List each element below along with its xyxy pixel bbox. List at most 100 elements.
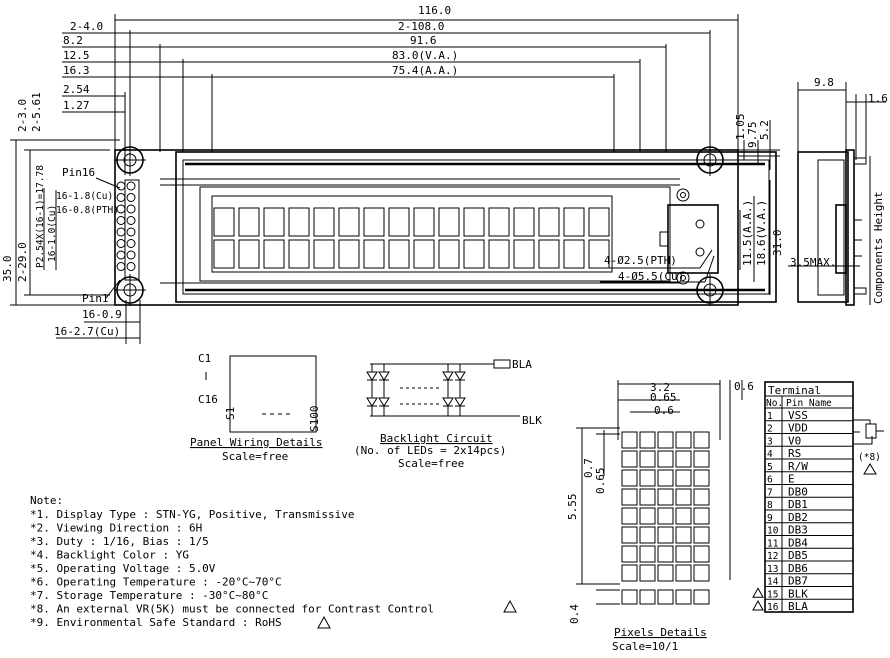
- terminal-pin-name: VSS: [788, 409, 808, 422]
- pixel-dot: [639, 564, 656, 582]
- terminal-pin-name: DB5: [788, 549, 808, 562]
- note-item: *6. Operating Temperature : -20°C~70°C: [30, 576, 282, 589]
- led-symbol: [454, 371, 466, 381]
- char-cell: [313, 207, 335, 237]
- wiring-s1: S1: [224, 407, 237, 420]
- wiring-scale: Scale=free: [222, 450, 288, 463]
- led-symbol: [454, 397, 466, 407]
- pin-pad: [116, 216, 126, 225]
- pixel-dot: [675, 488, 692, 506]
- terminal-pin-no: 3: [767, 436, 773, 447]
- dim-2-29: 2-29.0: [16, 242, 29, 282]
- dim-12-5: 12.5: [63, 49, 90, 62]
- char-cell: [563, 239, 585, 269]
- bla-label: BLA: [512, 358, 532, 371]
- pixel-dot: [675, 526, 692, 544]
- pixel-dot: [657, 469, 674, 487]
- pixel-dot: [693, 431, 710, 449]
- warning-icon: [752, 599, 764, 611]
- dim-18-6-va: 18.6(V.A.): [755, 200, 768, 266]
- led-symbol: [378, 371, 390, 381]
- char-cell: [488, 239, 510, 269]
- pin-pad: [116, 250, 126, 260]
- pixel-dot: [675, 431, 692, 449]
- terminal-pin-name: BLA: [788, 600, 808, 613]
- char-cell: [438, 239, 460, 269]
- pixel-dot: [657, 589, 674, 605]
- dim-1-6: 1.6: [868, 92, 888, 105]
- pixel-dot: [693, 469, 710, 487]
- note-item: *7. Storage Temperature : -30°C~80°C: [30, 589, 268, 602]
- pixel-dot: [621, 450, 638, 468]
- pixel-dot: [639, 507, 656, 525]
- dim-16-0-8: 16-0.8(PTH): [56, 205, 119, 216]
- pin-pad: [126, 204, 136, 214]
- pin-pads: [116, 181, 136, 271]
- pixel-dot: [693, 488, 710, 506]
- terminal-pin-name: BLK: [788, 587, 808, 600]
- dim-2-108: 2-108.0: [398, 20, 444, 33]
- backlight-title: Backlight Circuit: [380, 432, 493, 445]
- pixels-scale: Scale=10/1: [612, 640, 678, 653]
- backlight-connector: [659, 188, 719, 285]
- terminal-pin-no: 4: [767, 449, 773, 460]
- char-cell: [363, 239, 385, 269]
- notes: Note: *1. Display Type : STN-YG, Positiv…: [30, 494, 434, 629]
- pin-pad: [116, 239, 126, 248]
- pixel-dot: [621, 545, 638, 563]
- note-item: *8. An external VR(5K) must be connected…: [30, 603, 434, 616]
- pin-pad: [116, 193, 126, 202]
- px-0-4: 0.4: [568, 604, 581, 624]
- terminal-pin-name: DB0: [788, 485, 808, 498]
- char-cell: [538, 239, 560, 269]
- char-cell: [388, 239, 410, 269]
- terminal-pin-no: 5: [767, 462, 773, 473]
- pixel-dot: [675, 507, 692, 525]
- pixel-dot: [657, 545, 674, 563]
- warning-icon: [503, 599, 517, 613]
- pixel-dot: [621, 431, 638, 449]
- pixel-dot: [693, 507, 710, 525]
- char-cell: [413, 207, 435, 237]
- pixel-dot: [639, 545, 656, 563]
- pixel-dot: [639, 450, 656, 468]
- pin-pad: [116, 262, 126, 271]
- pixel-dot: [657, 450, 674, 468]
- char-cell: [463, 207, 485, 237]
- char-cell: [588, 239, 610, 269]
- terminal-pin-name: DB7: [788, 575, 808, 588]
- dim-31: 31.0: [771, 230, 784, 257]
- char-cell: [438, 207, 460, 237]
- led-symbol: [366, 371, 378, 381]
- pixel-dot: [693, 450, 710, 468]
- pin1-label: Pin1: [82, 292, 109, 305]
- dim-2-3: 2-3.0: [16, 99, 29, 132]
- char-cell: [488, 207, 510, 237]
- dim-35: 35.0: [1, 256, 14, 283]
- pixel-dot: [657, 507, 674, 525]
- dim-8-2: 8.2: [63, 34, 83, 47]
- pixels-details: 3.2 0.65 0.6 0.6 5.55 0.7 0.65 0.4 Pixel…: [566, 380, 754, 653]
- terminal-pin-no: 9: [767, 513, 773, 524]
- pixel-dot: [621, 507, 638, 525]
- dim-75-aa: 75.4(A.A.): [392, 64, 458, 77]
- pixel-dot: [675, 450, 692, 468]
- mounting-holes: [114, 144, 726, 306]
- pin-pad: [126, 239, 136, 248]
- terminal-pin-no: 1: [767, 411, 773, 422]
- dim-16-3: 16.3: [63, 64, 90, 77]
- backlight-leds: (No. of LEDs = 2x14pcs): [354, 444, 506, 457]
- pixel-dot: [675, 545, 692, 563]
- terminal-col-pin: Pin Name: [786, 398, 832, 409]
- terminal-pin-name: DB3: [788, 524, 808, 537]
- backlight-scale: Scale=free: [398, 457, 464, 470]
- wiring-c1: C1: [198, 352, 211, 365]
- pin-pad: [126, 193, 136, 202]
- char-cell: [563, 207, 585, 237]
- char-cell: [288, 207, 310, 237]
- dim-2-5-61: 2-5.61: [30, 92, 43, 132]
- terminal-pin-no: 11: [767, 538, 779, 549]
- px-3-2: 3.2: [650, 381, 670, 394]
- terminal-pin-name: RS: [788, 447, 801, 460]
